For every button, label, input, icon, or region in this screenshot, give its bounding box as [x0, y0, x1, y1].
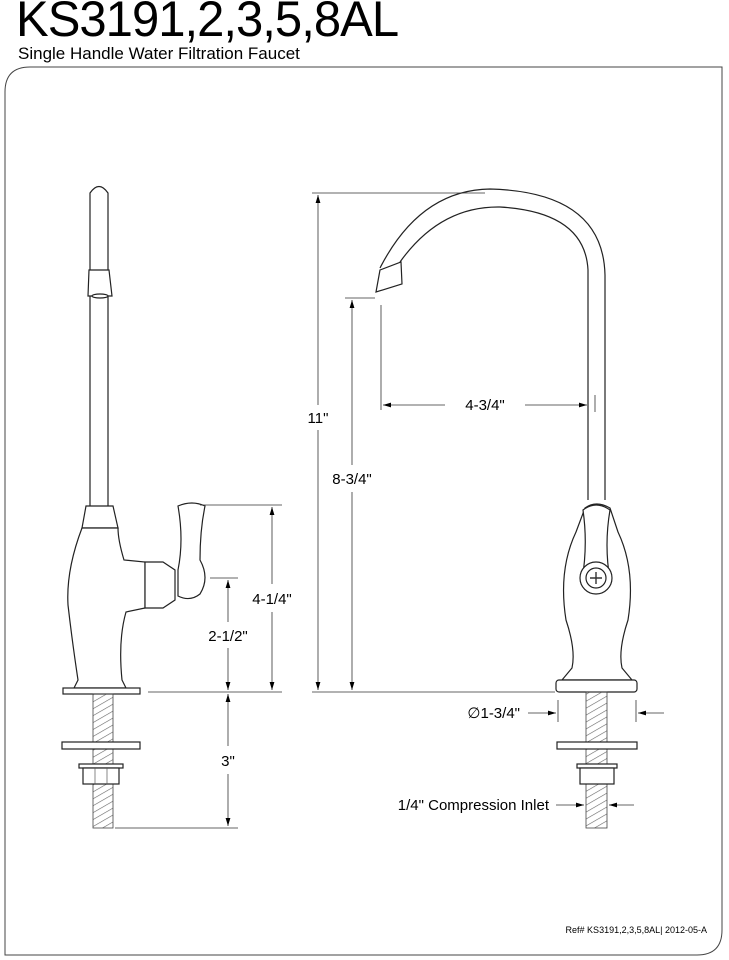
dim-overall-height: 11" — [308, 410, 329, 427]
aerator — [87, 269, 113, 297]
mounting-washer — [61, 741, 141, 750]
dim-inlet: 1/4" Compression Inlet — [398, 797, 550, 814]
faucet-front-view — [375, 188, 638, 829]
front-dimensions: 11" 8-3/4" 4-3/4" ∅1-3/4" 1/4" Compressi… — [308, 192, 664, 814]
lock-nut — [579, 767, 615, 785]
reference-number: Ref# KS3191,2,3,5,8AL| 2012-05-A — [565, 925, 707, 935]
handle-lever — [581, 504, 611, 581]
dim-base-diameter: ∅1-3/4" — [467, 705, 520, 722]
page-title: KS3191,2,3,5,8AL — [16, 0, 399, 47]
handle-hub — [144, 561, 176, 609]
aerator — [375, 261, 403, 293]
body — [67, 527, 146, 689]
base-flange — [62, 687, 141, 695]
dim-shank-length: 3" — [221, 753, 235, 770]
mounting-washer — [556, 741, 638, 750]
threaded-shank — [92, 693, 114, 829]
side-dimensions: 4-1/4" 2-1/2" 3" — [115, 504, 292, 829]
page-subtitle: Single Handle Water Filtration Faucet — [18, 44, 300, 63]
drawing-frame — [4, 66, 723, 956]
screw-icon — [590, 572, 602, 584]
dim-handle-height: 4-1/4" — [252, 591, 292, 608]
dim-handle-axis-height: 2-1/2" — [208, 628, 248, 645]
base-flange — [555, 679, 638, 693]
handle-lever — [177, 502, 206, 600]
threaded-shank — [585, 691, 608, 829]
lock-nut — [82, 767, 120, 785]
faucet-side-view — [61, 185, 206, 829]
dim-spout-height: 8-3/4" — [332, 471, 372, 488]
dim-spout-reach: 4-3/4" — [465, 397, 505, 414]
